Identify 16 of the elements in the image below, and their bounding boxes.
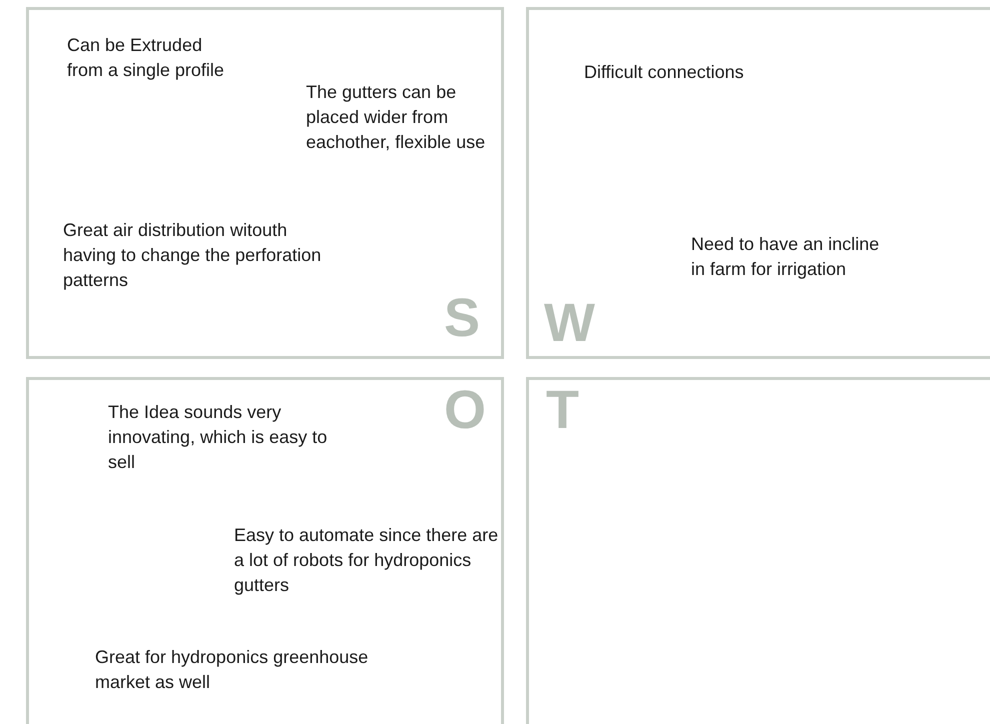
quadrant-letter: S <box>444 288 480 348</box>
swot-quadrant <box>526 377 990 724</box>
quadrant-letter: T <box>546 380 579 440</box>
note-text: Easy to automate since there are a lot of robots for hydroponics gutters <box>234 524 500 597</box>
swot-quadrant <box>26 377 504 724</box>
note-text: The gutters can be placed wider from eachother, flexible use <box>306 81 486 154</box>
note-text: Need to have an incline in farm for irrigation <box>691 233 880 281</box>
note-text: Great air distribution witouth having to change the perforation patterns <box>63 219 322 292</box>
note-text: Can be Extruded from a single profile <box>67 34 226 82</box>
note-text: Difficult connections <box>584 61 745 84</box>
quadrant-letter: O <box>444 380 486 440</box>
note-text: The Idea sounds very innovating, which is easy to sell <box>108 401 328 474</box>
swot-quadrant <box>26 7 504 359</box>
swot-quadrant <box>526 7 990 359</box>
note-text: Great for hydroponics greenhouse market as well <box>95 646 370 694</box>
quadrant-letter: W <box>544 293 595 353</box>
